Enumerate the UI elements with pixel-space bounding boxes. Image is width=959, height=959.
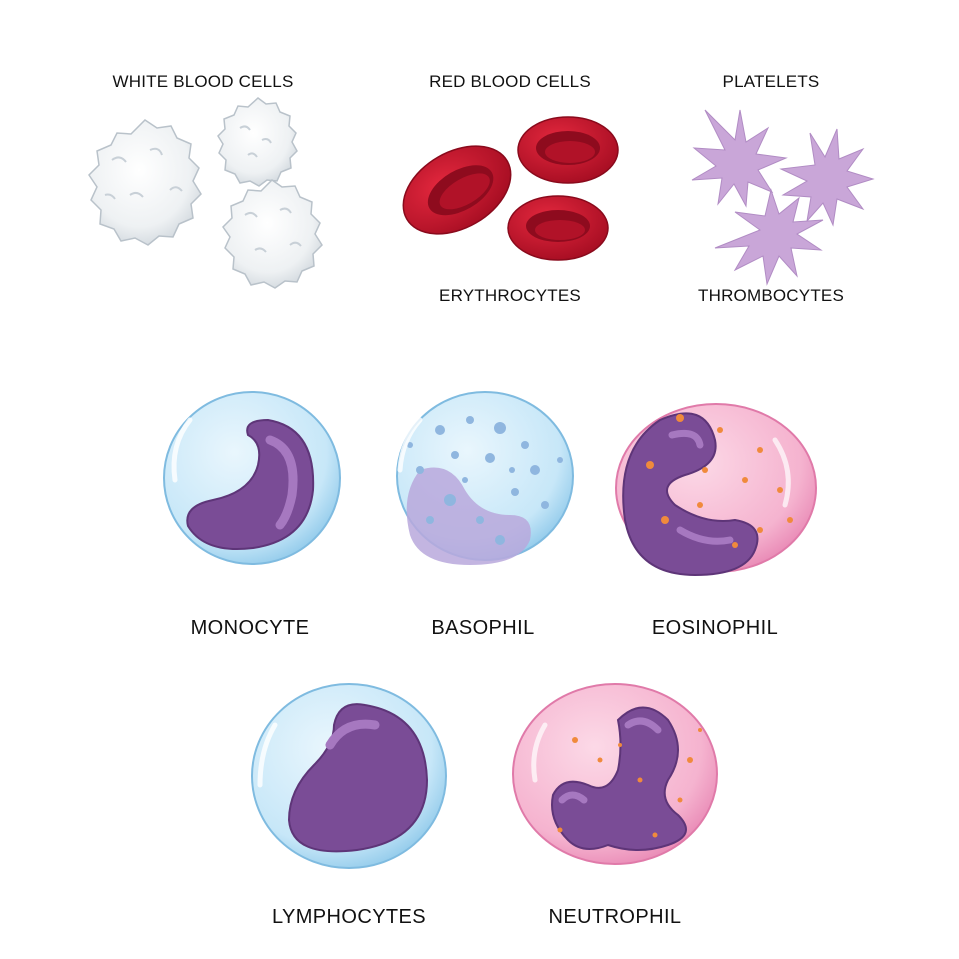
monocyte-label: MONOCYTE bbox=[190, 617, 310, 639]
thrombocytes-label: THROMBOCYTES bbox=[698, 286, 844, 305]
red-blood-cell-left bbox=[402, 145, 512, 235]
erythrocytes-label: ERYTHROCYTES bbox=[439, 286, 581, 305]
red-blood-cell-bottom bbox=[507, 195, 609, 261]
red-blood-cells-label: RED BLOOD CELLS bbox=[429, 72, 591, 91]
white-blood-cell-small bbox=[217, 97, 298, 187]
white-blood-cell-medium bbox=[222, 179, 323, 289]
basophil-cell bbox=[396, 391, 574, 565]
lymphocyte-cell bbox=[251, 683, 447, 869]
neutrophil-label: NEUTROPHIL bbox=[548, 906, 682, 928]
red-blood-cell-top bbox=[517, 116, 619, 184]
eosinophil-label: EOSINOPHIL bbox=[651, 617, 779, 639]
platelet-right bbox=[779, 128, 875, 227]
white-blood-cell-large bbox=[88, 119, 202, 246]
monocyte-cell bbox=[163, 391, 341, 565]
eosinophil-cell bbox=[615, 403, 817, 577]
neutrophil-cell bbox=[512, 683, 718, 865]
basophil-label: BASOPHIL bbox=[431, 617, 535, 639]
platelet-bottom bbox=[714, 188, 824, 286]
white-blood-cells-label: WHITE BLOOD CELLS bbox=[112, 72, 294, 91]
platelets-label: PLATELETS bbox=[722, 72, 820, 91]
lymphocytes-label: LYMPHOCYTES bbox=[271, 906, 427, 928]
